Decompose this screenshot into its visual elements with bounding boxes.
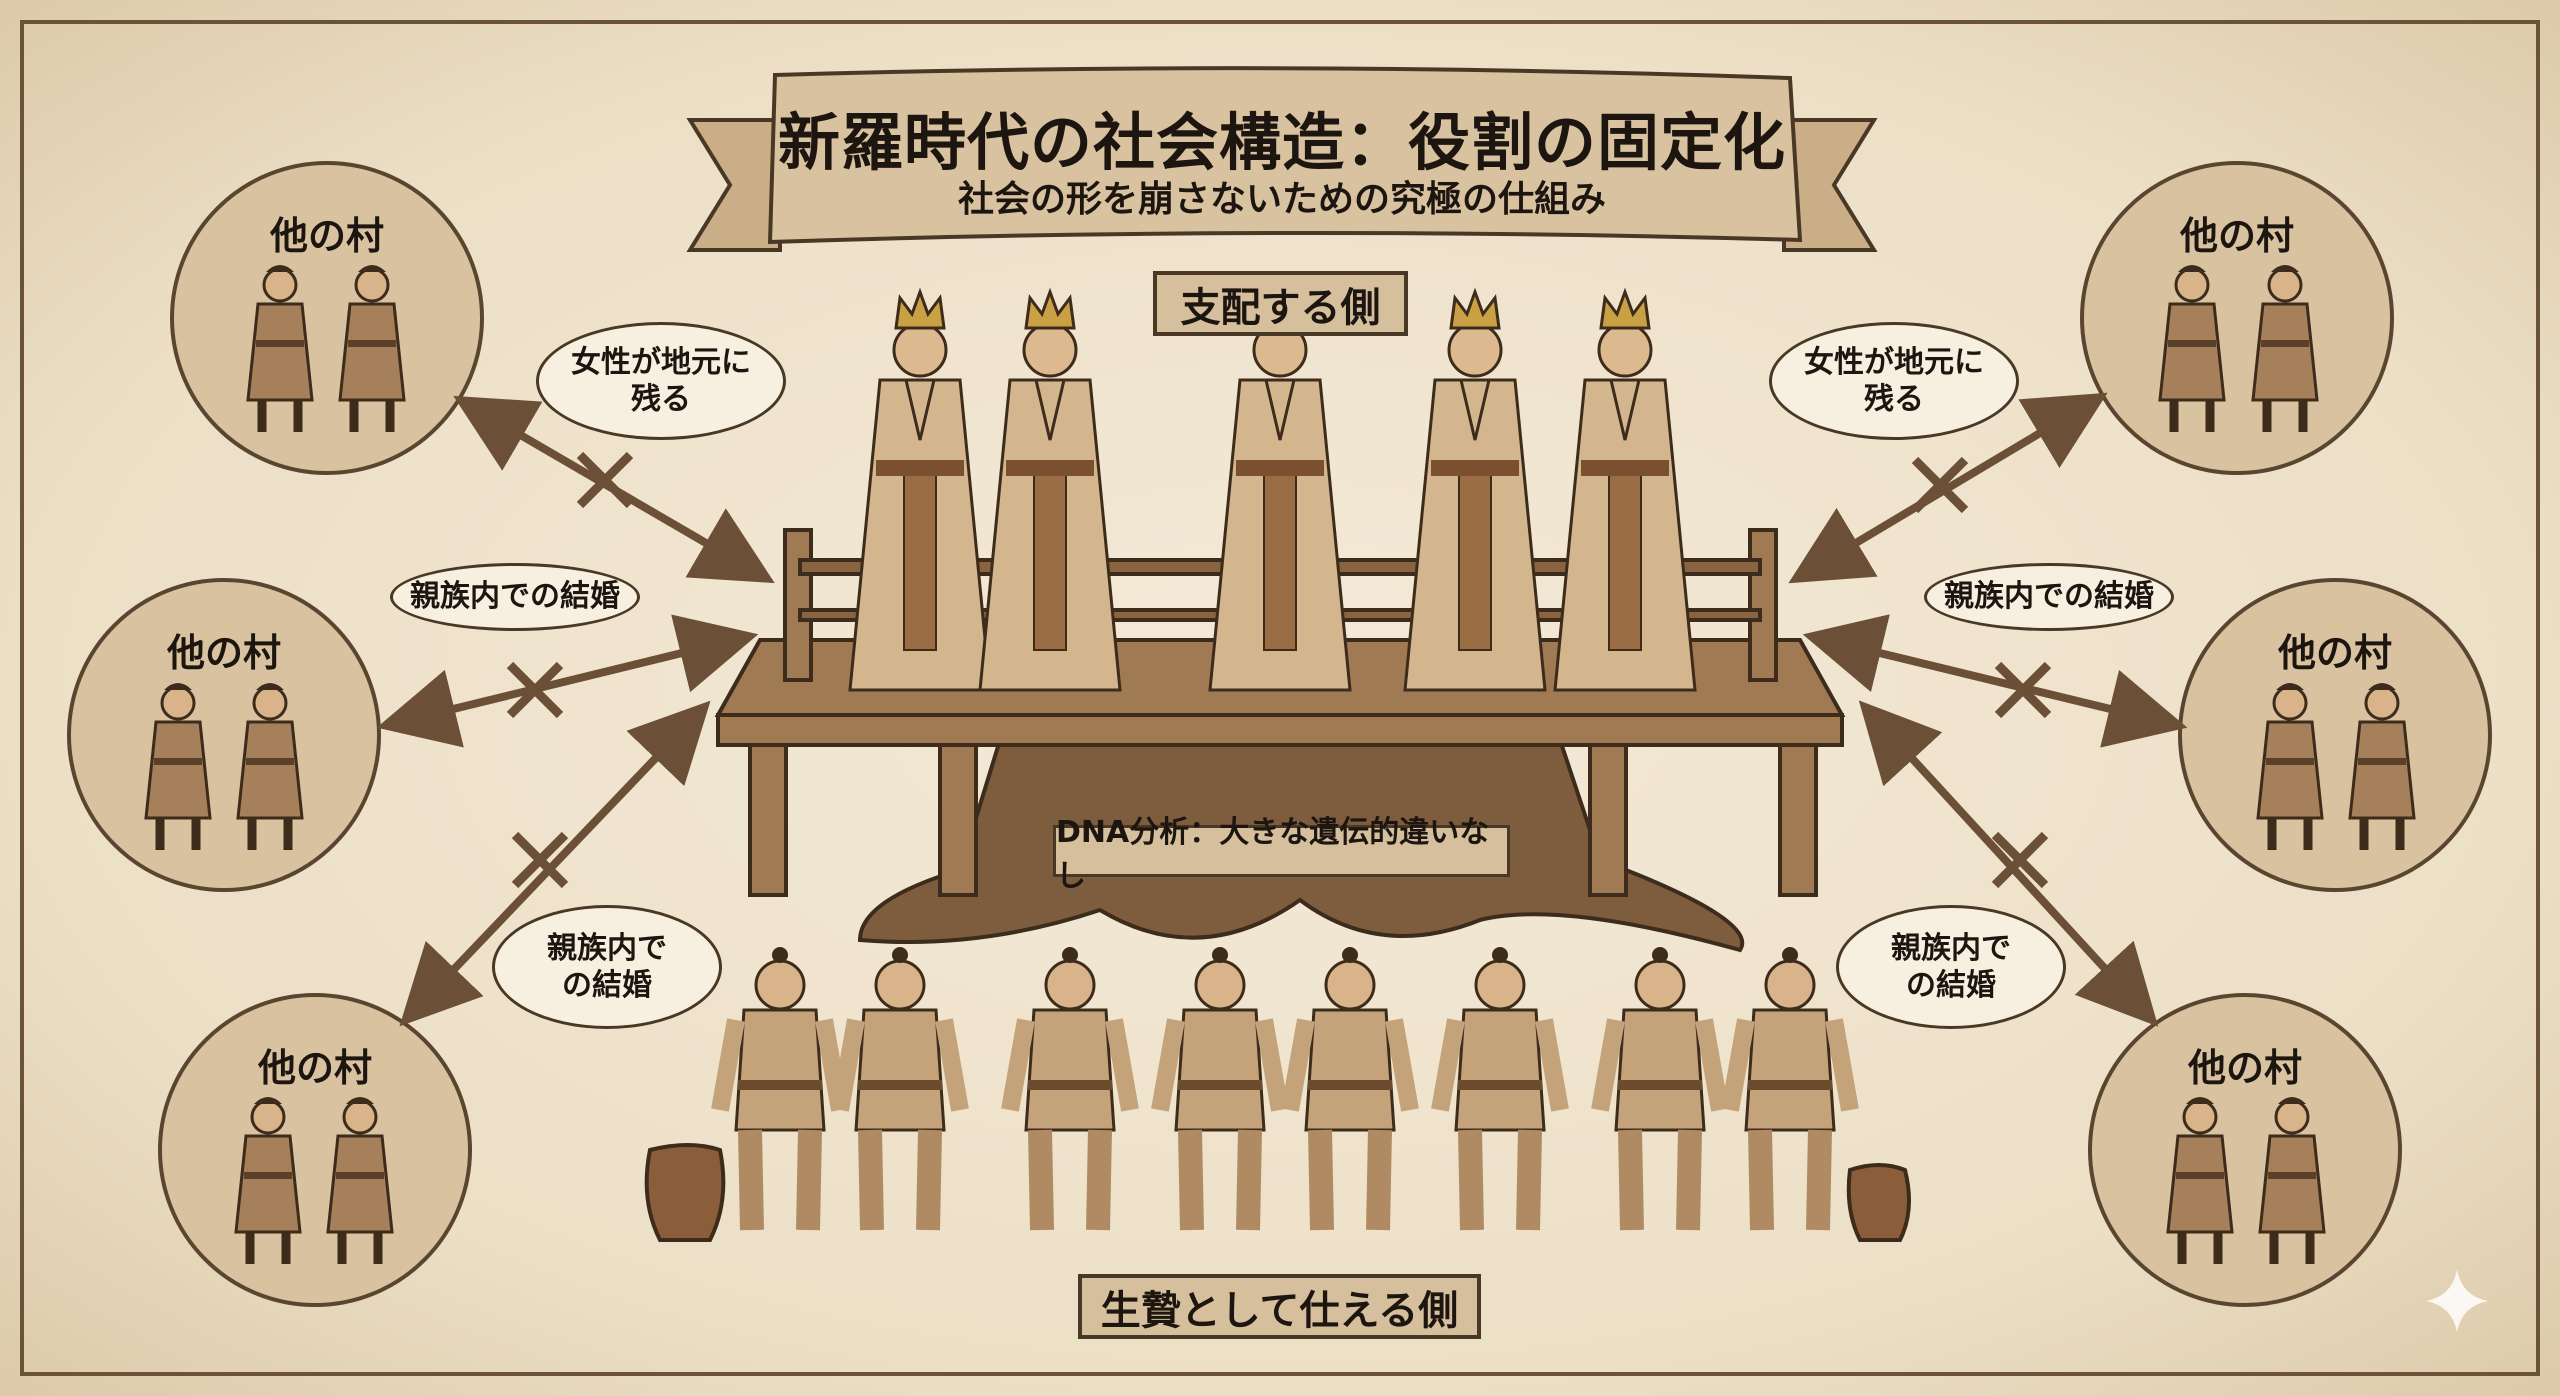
bubble-kin-marriage-right: 親族内での結婚: [1924, 563, 2174, 631]
clay-pots: [644, 1143, 1911, 1242]
ruling-figures: [848, 290, 1697, 692]
village-label-middle-right: 他の村: [2277, 631, 2392, 675]
page-border: [20, 20, 2540, 1376]
village-label-bottom-right: 他の村: [2187, 1046, 2302, 1090]
bubble-line: 女性が地元に: [571, 344, 751, 380]
bubble-kin-marriage-left: 親族内での結婚: [390, 563, 640, 631]
village-label-top-left: 他の村: [269, 214, 384, 258]
village-label-middle-left: 他の村: [166, 631, 281, 675]
bubble-women-stay-right: 女性が地元に 残る: [1769, 322, 2019, 440]
page-subtitle: 社会の形を崩さないための究極の仕組み: [957, 179, 1606, 220]
bubble-line: 残る: [631, 382, 691, 417]
x-marks: [506, 451, 2052, 889]
bubble-line: の結婚: [562, 968, 652, 1003]
bubble-line: の結婚: [1906, 968, 1996, 1003]
village-label-bottom-left: 他の村: [257, 1046, 372, 1090]
title-banner: [686, 66, 1878, 252]
blocked-arrows: [376, 392, 2188, 1027]
sparkle-icon: [2426, 1270, 2488, 1332]
ruling-side-label: 支配する側: [1153, 271, 1408, 336]
bubble-kin-marriage-lower-right: 親族内で の結婚: [1836, 905, 2066, 1029]
dna-analysis-label: DNA分析：大きな遺伝的違いなし: [1053, 815, 1510, 894]
serving-figures: [720, 947, 1850, 1230]
bubble-line: 残る: [1864, 382, 1924, 417]
bubble-kin-marriage-lower-left: 親族内で の結婚: [492, 905, 722, 1029]
bubble-line: 親族内で: [547, 930, 667, 966]
serving-side-label: 生贄として仕える側: [1078, 1274, 1481, 1339]
bubble-line: 女性が地元に: [1804, 344, 1984, 380]
page-title: 新羅時代の社会構造：役割の固定化: [777, 106, 1786, 179]
village-label-top-right: 他の村: [2179, 214, 2294, 258]
bubble-women-stay-left: 女性が地元に 残る: [536, 322, 786, 440]
bubble-line: 親族内で: [1891, 930, 2011, 966]
